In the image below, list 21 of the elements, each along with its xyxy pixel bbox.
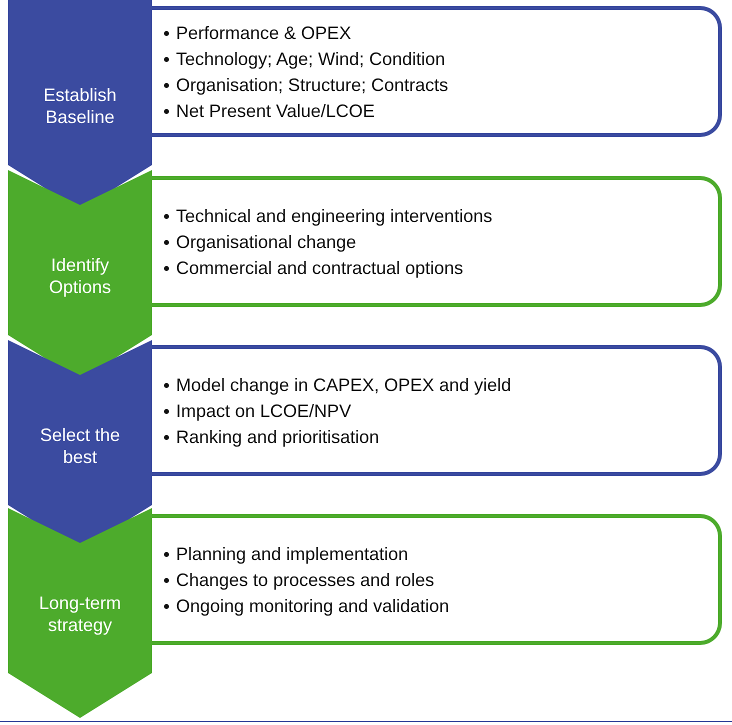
step-label: Identify Options bbox=[48, 254, 112, 298]
bullet-item: Model change in CAPEX, OPEX and yield bbox=[164, 372, 512, 398]
content-card bbox=[150, 514, 722, 645]
bullet-item: Organisation; Structure; Contracts bbox=[164, 72, 448, 98]
bullet-item: Organisational change bbox=[164, 228, 492, 254]
bullet-item: Impact on LCOE/NPV bbox=[164, 398, 512, 424]
step-label: Long-term strategy bbox=[38, 592, 122, 636]
bullet-item: Net Present Value/LCOE bbox=[164, 98, 448, 124]
bullet-item: Changes to processes and roles bbox=[164, 566, 450, 592]
content-card bbox=[150, 176, 722, 307]
bullet-item: Ranking and prioritisation bbox=[164, 424, 512, 450]
bullet-item: Technical and engineering interventions bbox=[164, 202, 492, 228]
step-label: Establish Baseline bbox=[42, 84, 118, 128]
content-card bbox=[150, 6, 722, 137]
bullet-item: Performance & OPEX bbox=[164, 20, 448, 46]
bullet-item: Commercial and contractual options bbox=[164, 254, 492, 280]
bullet-item: Planning and implementation bbox=[164, 540, 450, 566]
bullet-item: Technology; Age; Wind; Condition bbox=[164, 46, 448, 72]
step-label: Select the best bbox=[38, 424, 122, 468]
content-card bbox=[150, 345, 722, 476]
bullet-item: Ongoing monitoring and validation bbox=[164, 592, 450, 618]
